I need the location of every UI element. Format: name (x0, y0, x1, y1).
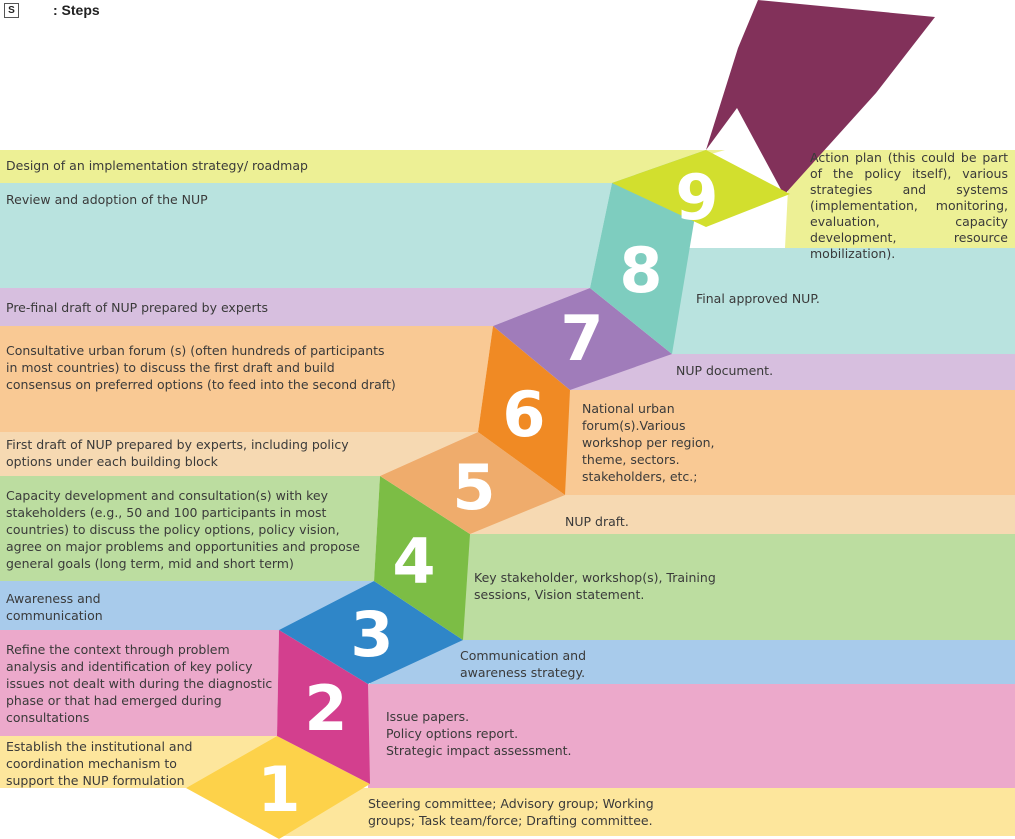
step-number-1: 1 (257, 753, 300, 826)
arrow-shape (706, 0, 935, 195)
step-3-output: Communication and awareness strategy. (460, 648, 587, 680)
step-5-output: NUP draft. (565, 514, 629, 529)
band-right-2 (368, 684, 1015, 788)
figure-icon: S (4, 2, 19, 18)
figure-title: : Steps (53, 2, 100, 18)
band-right-3 (370, 640, 1015, 684)
step-numbers: 1 2 3 4 5 6 7 8 9 (257, 161, 718, 826)
left-bands (0, 150, 725, 788)
step-9-activity: Design of an implementation strategy/ ro… (6, 158, 308, 173)
band-right-4 (463, 534, 1015, 640)
step-3-diamond (279, 581, 463, 684)
big-arrow (706, 0, 935, 195)
band-left-7 (0, 288, 590, 326)
step-number-8: 8 (619, 234, 662, 307)
step-8-output: Final approved NUP. (696, 291, 820, 306)
step-5-activity: First draft of NUP prepared by experts, … (6, 437, 349, 469)
band-right-6 (565, 390, 1015, 495)
step-number-2: 2 (304, 672, 347, 745)
band-right-9 (785, 150, 1015, 248)
step-8-activity: Review and adoption of the NUP (6, 192, 208, 207)
band-left-2 (0, 630, 279, 736)
step-6-block (478, 326, 570, 495)
step-7-output: NUP document. (676, 363, 774, 378)
step-7-activity: Pre-final draft of NUP prepared by exper… (6, 300, 269, 315)
step-number-7: 7 (560, 302, 603, 375)
step-number-6: 6 (502, 378, 545, 451)
step-6-activity: Consultative urban forum (s) (often hund… (6, 343, 396, 392)
step-number-4: 4 (392, 525, 435, 598)
band-right-1 (277, 788, 1015, 836)
band-right-7 (570, 354, 1015, 390)
step-7-diamond (493, 288, 672, 390)
band-right-8 (672, 248, 1015, 354)
staircase (186, 150, 790, 839)
step-9-output: Action plan (this could be part of the p… (810, 150, 1008, 261)
step-4-block (374, 476, 470, 640)
band-left-4 (0, 476, 380, 581)
step-number-5: 5 (452, 451, 495, 524)
band-left-8 (0, 183, 612, 288)
step-6-output: National urban forum(s).Various workshop… (582, 401, 715, 484)
step-4-output: Key stakeholder, workshop(s), Training s… (474, 570, 716, 602)
step-4-activity: Capacity development and consultation(s)… (6, 488, 360, 571)
band-left-9 (0, 150, 725, 183)
step-1-diamond (186, 736, 370, 839)
band-left-3 (0, 581, 374, 630)
band-left-5 (0, 432, 478, 476)
step-2-block (277, 630, 370, 784)
band-left-1 (0, 736, 277, 788)
step-1-output: Steering committee; Advisory group; Work… (368, 796, 654, 828)
step-1-activity: Establish the institutional and coordina… (6, 739, 193, 788)
step-3-activity: Awareness and communication (6, 591, 103, 623)
step-2-activity: Refine the context through problem analy… (6, 642, 273, 725)
step-number-9: 9 (675, 161, 718, 234)
step-2-output: Issue papers. Policy options report. Str… (386, 709, 572, 758)
step-5-diamond (380, 432, 565, 534)
band-right-5 (470, 495, 1015, 534)
right-bands (277, 150, 1015, 836)
band-left-6 (0, 326, 493, 432)
step-number-3: 3 (350, 598, 393, 671)
figure-header: S : Steps (4, 0, 100, 20)
step-9-diamond (612, 150, 790, 227)
